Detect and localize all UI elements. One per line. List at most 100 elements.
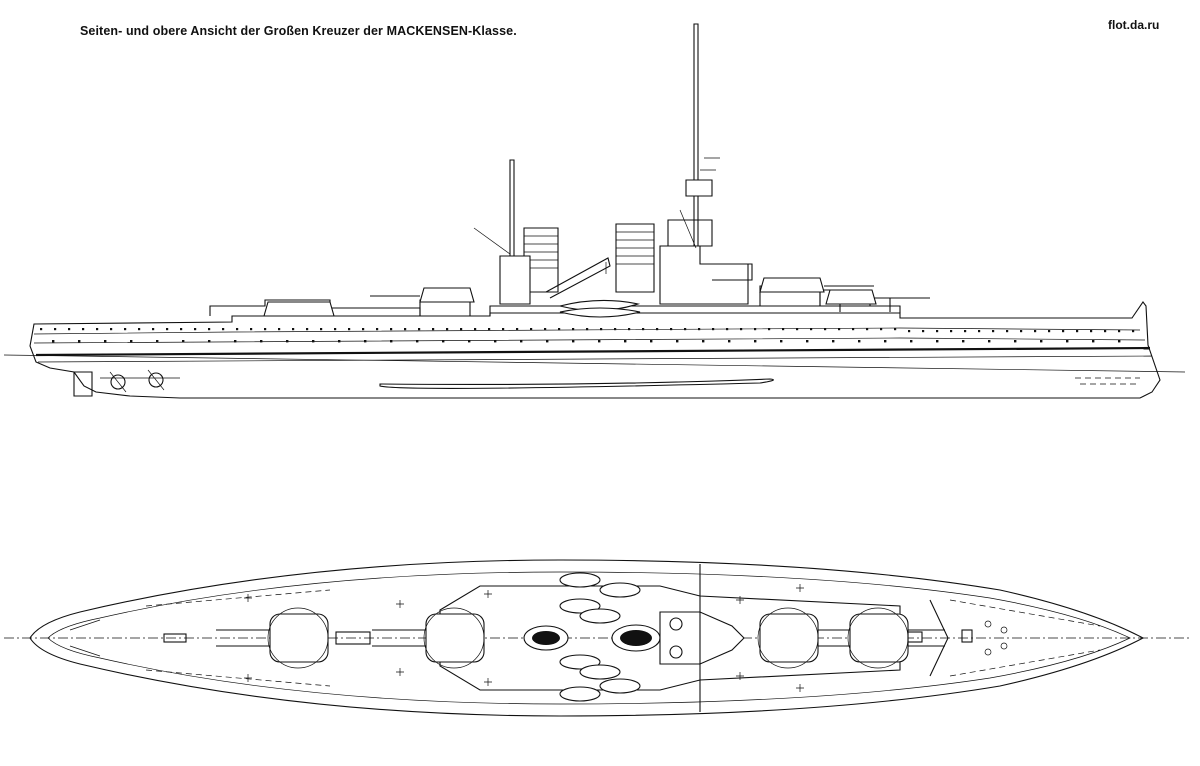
bollard-2 <box>984 648 992 656</box>
scuttle <box>1040 340 1043 343</box>
rangefinder-1 <box>669 617 683 631</box>
porthole <box>362 328 365 331</box>
armor-belt <box>35 346 1151 357</box>
deck-fitting <box>736 596 744 604</box>
scuttle <box>988 340 991 343</box>
porthole <box>908 330 911 333</box>
scuttle <box>1014 340 1017 343</box>
porthole <box>586 328 589 331</box>
boat-crane <box>545 257 611 299</box>
turret-d-house <box>269 613 329 663</box>
turret-b-side <box>759 277 825 293</box>
scuttle <box>312 340 315 343</box>
porthole <box>684 328 687 331</box>
porthole <box>740 328 743 331</box>
scuttle <box>806 340 809 343</box>
scuttle <box>520 340 523 343</box>
turret-b-house <box>759 613 819 663</box>
porthole <box>950 330 953 333</box>
scuttle <box>338 340 341 343</box>
porthole <box>82 328 85 331</box>
porthole <box>1062 330 1065 333</box>
waterline <box>3 354 1186 373</box>
porthole <box>1090 330 1093 333</box>
porthole <box>852 328 855 331</box>
stern-fairleads <box>69 619 101 657</box>
scuttle <box>260 340 263 343</box>
scuttle <box>234 340 237 343</box>
porthole <box>824 328 827 331</box>
porthole <box>54 328 57 331</box>
scuttle <box>494 340 497 343</box>
scuttle <box>598 340 601 343</box>
fwd-hatch <box>961 629 973 643</box>
porthole <box>1048 330 1051 333</box>
boat-plan <box>579 664 621 680</box>
porthole <box>1034 330 1037 333</box>
porthole <box>1006 330 1009 333</box>
porthole <box>124 328 127 331</box>
boat-plan <box>559 686 601 702</box>
porthole <box>614 328 617 331</box>
porthole <box>432 328 435 331</box>
porthole <box>292 328 295 331</box>
aft-hatch <box>163 633 187 643</box>
boat-2 <box>559 307 641 318</box>
scuttle <box>1092 340 1095 343</box>
turret-a-side <box>825 289 877 305</box>
porthole <box>236 328 239 331</box>
deck-fitting <box>484 678 492 686</box>
scuttle <box>1066 340 1069 343</box>
porthole <box>1132 330 1135 333</box>
porthole <box>278 328 281 331</box>
scuttle <box>364 340 367 343</box>
scuttle <box>936 340 939 343</box>
porthole <box>110 328 113 331</box>
aft-skylight <box>335 631 371 645</box>
porthole <box>670 328 673 331</box>
porthole <box>306 328 309 331</box>
porthole <box>264 328 267 331</box>
porthole <box>222 328 225 331</box>
upper-deck-line <box>33 327 1141 335</box>
porthole <box>922 330 925 333</box>
porthole <box>40 328 43 331</box>
scuttle <box>208 340 211 343</box>
scuttle <box>442 340 445 343</box>
porthole <box>1020 330 1023 333</box>
scuttle <box>286 340 289 343</box>
central-casemate <box>489 305 901 316</box>
boat-plan <box>599 582 641 598</box>
aft-mast <box>509 159 515 304</box>
deck-dashes-aft <box>145 589 331 687</box>
porthole <box>712 328 715 331</box>
side-view <box>3 23 1186 399</box>
scuttle <box>468 340 471 343</box>
deck-fitting <box>796 684 804 692</box>
bollard-4 <box>1000 642 1008 650</box>
fwd-bridge <box>659 245 749 305</box>
porthole <box>726 328 729 331</box>
scuttle <box>832 340 835 343</box>
porthole <box>866 328 869 331</box>
porthole <box>768 328 771 331</box>
porthole <box>166 328 169 331</box>
deck-fitting <box>244 594 252 602</box>
fwd-funnel-opening <box>620 630 652 646</box>
porthole <box>404 328 407 331</box>
porthole <box>810 328 813 331</box>
main-deck-line <box>33 337 1146 344</box>
porthole <box>964 330 967 333</box>
porthole <box>796 328 799 331</box>
bridge-plan <box>659 611 745 665</box>
porthole <box>446 328 449 331</box>
porthole <box>1118 330 1121 333</box>
scuttle <box>962 340 965 343</box>
superstructure-deck <box>439 585 901 691</box>
scuttle <box>780 340 783 343</box>
scuttle <box>884 340 887 343</box>
porthole <box>460 328 463 331</box>
porthole <box>936 330 939 333</box>
bollard-1 <box>984 620 992 628</box>
